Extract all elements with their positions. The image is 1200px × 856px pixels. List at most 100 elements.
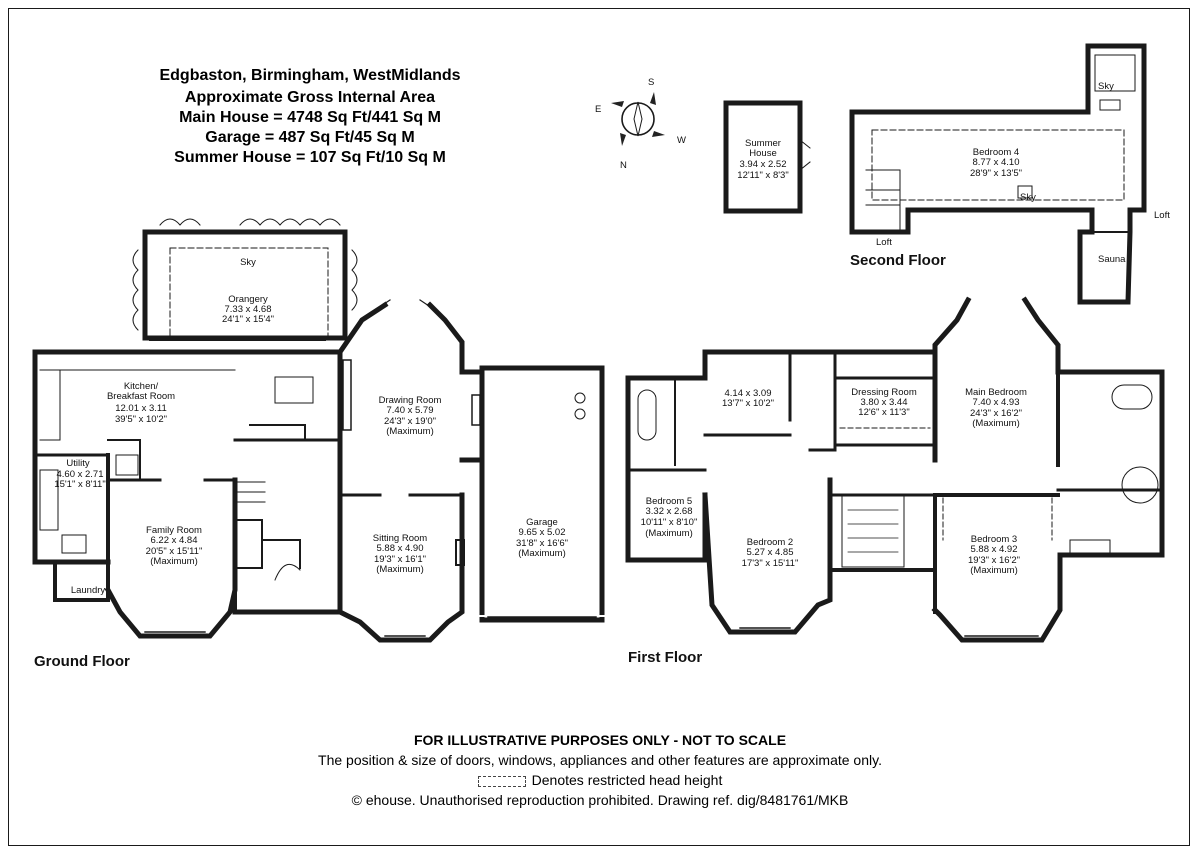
svg-text:24'3" x 16'2": 24'3" x 16'2" — [970, 408, 1022, 419]
second-floor-title: Second Floor — [850, 252, 946, 269]
compass-e-label: E — [595, 104, 601, 115]
summer-house-area: Summer House = 107 Sq Ft/10 Sq M — [174, 149, 446, 166]
svg-text:39'5" x 10'2": 39'5" x 10'2" — [115, 414, 167, 425]
main-bedroom-label: Main Bedroom 7.40 x 4.93 24'3" x 16'2" (… — [965, 387, 1027, 429]
svg-text:28'9" x 13'5": 28'9" x 13'5" — [970, 168, 1022, 179]
svg-text:(Maximum): (Maximum) — [376, 564, 424, 575]
svg-text:6.22 x 4.84: 6.22 x 4.84 — [150, 535, 197, 546]
second-floor-sky-mid-label: Sky — [1020, 192, 1036, 203]
svg-text:(Maximum): (Maximum) — [518, 548, 566, 559]
svg-text:Main Bedroom: Main Bedroom — [965, 387, 1027, 398]
restricted-height-swatch — [477, 775, 526, 787]
svg-text:17'3" x 15'11": 17'3" x 15'11" — [742, 558, 799, 569]
svg-text:Drawing Room: Drawing Room — [379, 395, 442, 406]
svg-text:12'6" x 11'3": 12'6" x 11'3" — [858, 407, 909, 418]
compass-w-label: W — [677, 135, 686, 146]
svg-text:Family Room: Family Room — [146, 525, 202, 536]
svg-text:31'8" x 16'6": 31'8" x 16'6" — [516, 538, 568, 549]
drawing-room-label: Drawing Room 7.40 x 5.79 24'3" x 19'0" (… — [379, 395, 442, 437]
svg-text:(Maximum): (Maximum) — [972, 418, 1020, 429]
sitting-room-label: Sitting Room 5.88 x 4.90 19'3" x 16'1" (… — [373, 533, 427, 575]
svg-text:3.80 x 3.44: 3.80 x 3.44 — [860, 397, 907, 408]
svg-text:Kitchen/: Kitchen/ — [124, 381, 159, 392]
room-414-label: 4.14 x 3.09 13'7" x 10'2" — [722, 388, 774, 409]
svg-text:9.65 x 5.02: 9.65 x 5.02 — [518, 527, 565, 538]
svg-text:Sitting Room: Sitting Room — [373, 533, 427, 544]
utility-label: Utility 4.60 x 2.71 15'1" x 8'11" — [54, 458, 105, 490]
svg-text:Dressing Room: Dressing Room — [851, 387, 917, 398]
loft-left-label: Loft — [876, 237, 892, 248]
head-height-legend: Denotes restricted head height — [150, 770, 1050, 790]
sauna-label: Sauna — [1098, 254, 1126, 265]
approximation-notice: The position & size of doors, windows, a… — [318, 752, 882, 768]
orangery-label: Orangery 7.33 x 4.68 24'1" x 15'4" — [222, 294, 274, 325]
svg-text:20'5" x 15'11": 20'5" x 15'11" — [146, 546, 203, 557]
bedroom-2-label: Bedroom 2 5.27 x 4.85 17'3" x 15'11" — [742, 537, 799, 569]
main-house-area: Main House = 4748 Sq Ft/441 Sq M — [179, 109, 441, 126]
summer-house-label: Summer House 3.94 x 2.52 12'11" x 8'3" — [737, 138, 788, 181]
first-floor-plan — [625, 296, 1165, 643]
location-title: Edgbaston, Birmingham, WestMidlands — [159, 67, 461, 84]
drawing-frame — [8, 8, 1190, 846]
svg-text:24'3" x 19'0": 24'3" x 19'0" — [384, 416, 436, 427]
svg-text:Bedroom 3: Bedroom 3 — [971, 534, 1017, 545]
svg-text:(Maximum): (Maximum) — [970, 565, 1018, 576]
svg-text:19'3" x 16'1": 19'3" x 16'1" — [374, 554, 426, 565]
svg-text:Bedroom 2: Bedroom 2 — [747, 537, 793, 548]
svg-text:3.94 x 2.52: 3.94 x 2.52 — [739, 159, 786, 170]
svg-text:House: House — [749, 148, 776, 159]
bedroom-5-label: Bedroom 5 3.32 x 2.68 10'11" x 8'10" (Ma… — [641, 496, 698, 539]
second-floor-plan — [849, 43, 1147, 305]
ground-floor-plan — [32, 218, 605, 643]
svg-text:7.40 x 5.79: 7.40 x 5.79 — [386, 405, 433, 416]
bedroom-3-label: Bedroom 3 5.88 x 4.92 19'3" x 16'2" (Max… — [968, 534, 1020, 576]
dressing-room-label: Dressing Room 3.80 x 3.44 12'6" x 11'3" — [851, 387, 917, 418]
svg-text:Breakfast Room: Breakfast Room — [107, 391, 175, 402]
svg-text:24'1" x 15'4": 24'1" x 15'4" — [222, 314, 274, 325]
family-room-label: Family Room 6.22 x 4.84 20'5" x 15'11" (… — [146, 525, 203, 567]
svg-text:(Maximum): (Maximum) — [645, 528, 693, 539]
laundry-label: Laundry — [71, 585, 106, 596]
svg-text:(Maximum): (Maximum) — [150, 556, 198, 567]
svg-text:4.60 x 2.71: 4.60 x 2.71 — [56, 469, 103, 480]
svg-text:7.40 x 4.93: 7.40 x 4.93 — [972, 397, 1019, 408]
compass-n-label: N — [620, 160, 627, 171]
svg-text:8.77 x 4.10: 8.77 x 4.10 — [972, 157, 1019, 168]
svg-text:Utility: Utility — [66, 458, 89, 469]
svg-text:Orangery: Orangery — [228, 294, 268, 305]
svg-text:4.14 x 3.09: 4.14 x 3.09 — [724, 388, 771, 399]
compass-s-label: S — [648, 77, 654, 88]
second-floor-sky-top-label: Sky — [1098, 81, 1114, 92]
svg-text:(Maximum): (Maximum) — [386, 426, 434, 437]
svg-text:3.32 x 2.68: 3.32 x 2.68 — [645, 506, 692, 517]
copyright-notice: © ehouse. Unauthorised reproduction proh… — [351, 792, 849, 808]
svg-text:Summer: Summer — [745, 138, 781, 149]
svg-text:5.88 x 4.90: 5.88 x 4.90 — [376, 543, 423, 554]
svg-text:5.88 x 4.92: 5.88 x 4.92 — [970, 544, 1017, 555]
loft-right-label: Loft — [1154, 210, 1170, 221]
orangery-sky-label: Sky — [240, 257, 256, 268]
ground-floor-title: Ground Floor — [34, 653, 130, 670]
svg-text:15'1" x 8'11": 15'1" x 8'11" — [54, 479, 105, 490]
svg-text:7.33 x 4.68: 7.33 x 4.68 — [224, 304, 271, 315]
svg-text:19'3" x 16'2": 19'3" x 16'2" — [968, 555, 1020, 566]
disclaimer-footer: FOR ILLUSTRATIVE PURPOSES ONLY - NOT TO … — [150, 730, 1050, 810]
area-subtitle: Approximate Gross Internal Area — [184, 89, 436, 106]
svg-text:Bedroom 5: Bedroom 5 — [646, 496, 692, 507]
garage-label: Garage 9.65 x 5.02 31'8" x 16'6" (Maximu… — [516, 517, 568, 559]
compass-rose-icon — [611, 92, 665, 146]
kitchen-label: Kitchen/ Breakfast Room 12.01 x 3.11 39'… — [107, 381, 175, 425]
svg-text:Bedroom 4: Bedroom 4 — [973, 147, 1019, 158]
first-floor-title: First Floor — [628, 649, 702, 666]
svg-text:13'7" x 10'2": 13'7" x 10'2" — [722, 398, 774, 409]
summer-house-plan — [723, 100, 811, 214]
svg-text:5.27 x 4.85: 5.27 x 4.85 — [746, 547, 793, 558]
svg-text:12.01 x 3.11: 12.01 x 3.11 — [115, 403, 167, 414]
bedroom-4-label: Bedroom 4 8.77 x 4.10 28'9" x 13'5" — [970, 147, 1022, 179]
illustrative-notice: FOR ILLUSTRATIVE PURPOSES ONLY - NOT TO … — [413, 732, 787, 748]
svg-text:Garage: Garage — [526, 517, 558, 528]
svg-text:10'11" x 8'10": 10'11" x 8'10" — [641, 517, 698, 528]
svg-text:12'11" x 8'3": 12'11" x 8'3" — [737, 170, 788, 181]
garage-area: Garage = 487 Sq Ft/45 Sq M — [205, 129, 415, 146]
